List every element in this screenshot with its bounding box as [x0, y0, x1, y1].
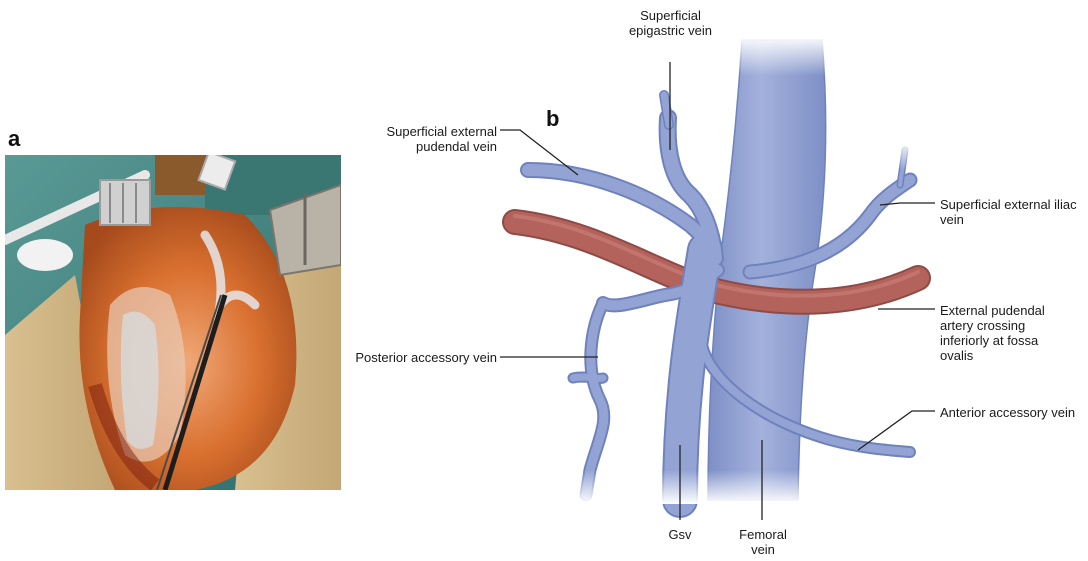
label-gsv: Gsv [655, 527, 705, 542]
label-external-pudendal-artery: External pudendal artery crossing inferi… [940, 303, 1072, 363]
label-superficial-external-pudendal-vein: Superficial external pudendal vein [350, 124, 497, 154]
label-femoral-vein: Femoral vein [728, 527, 798, 557]
label-posterior-accessory-vein: Posterior accessory vein [350, 350, 497, 365]
label-anterior-accessory-vein: Anterior accessory vein [940, 405, 1080, 420]
label-superficial-external-iliac-vein: Superficial external iliac vein [940, 197, 1080, 227]
label-superficial-epigastric-vein: Superficial epigastric vein [618, 8, 723, 38]
